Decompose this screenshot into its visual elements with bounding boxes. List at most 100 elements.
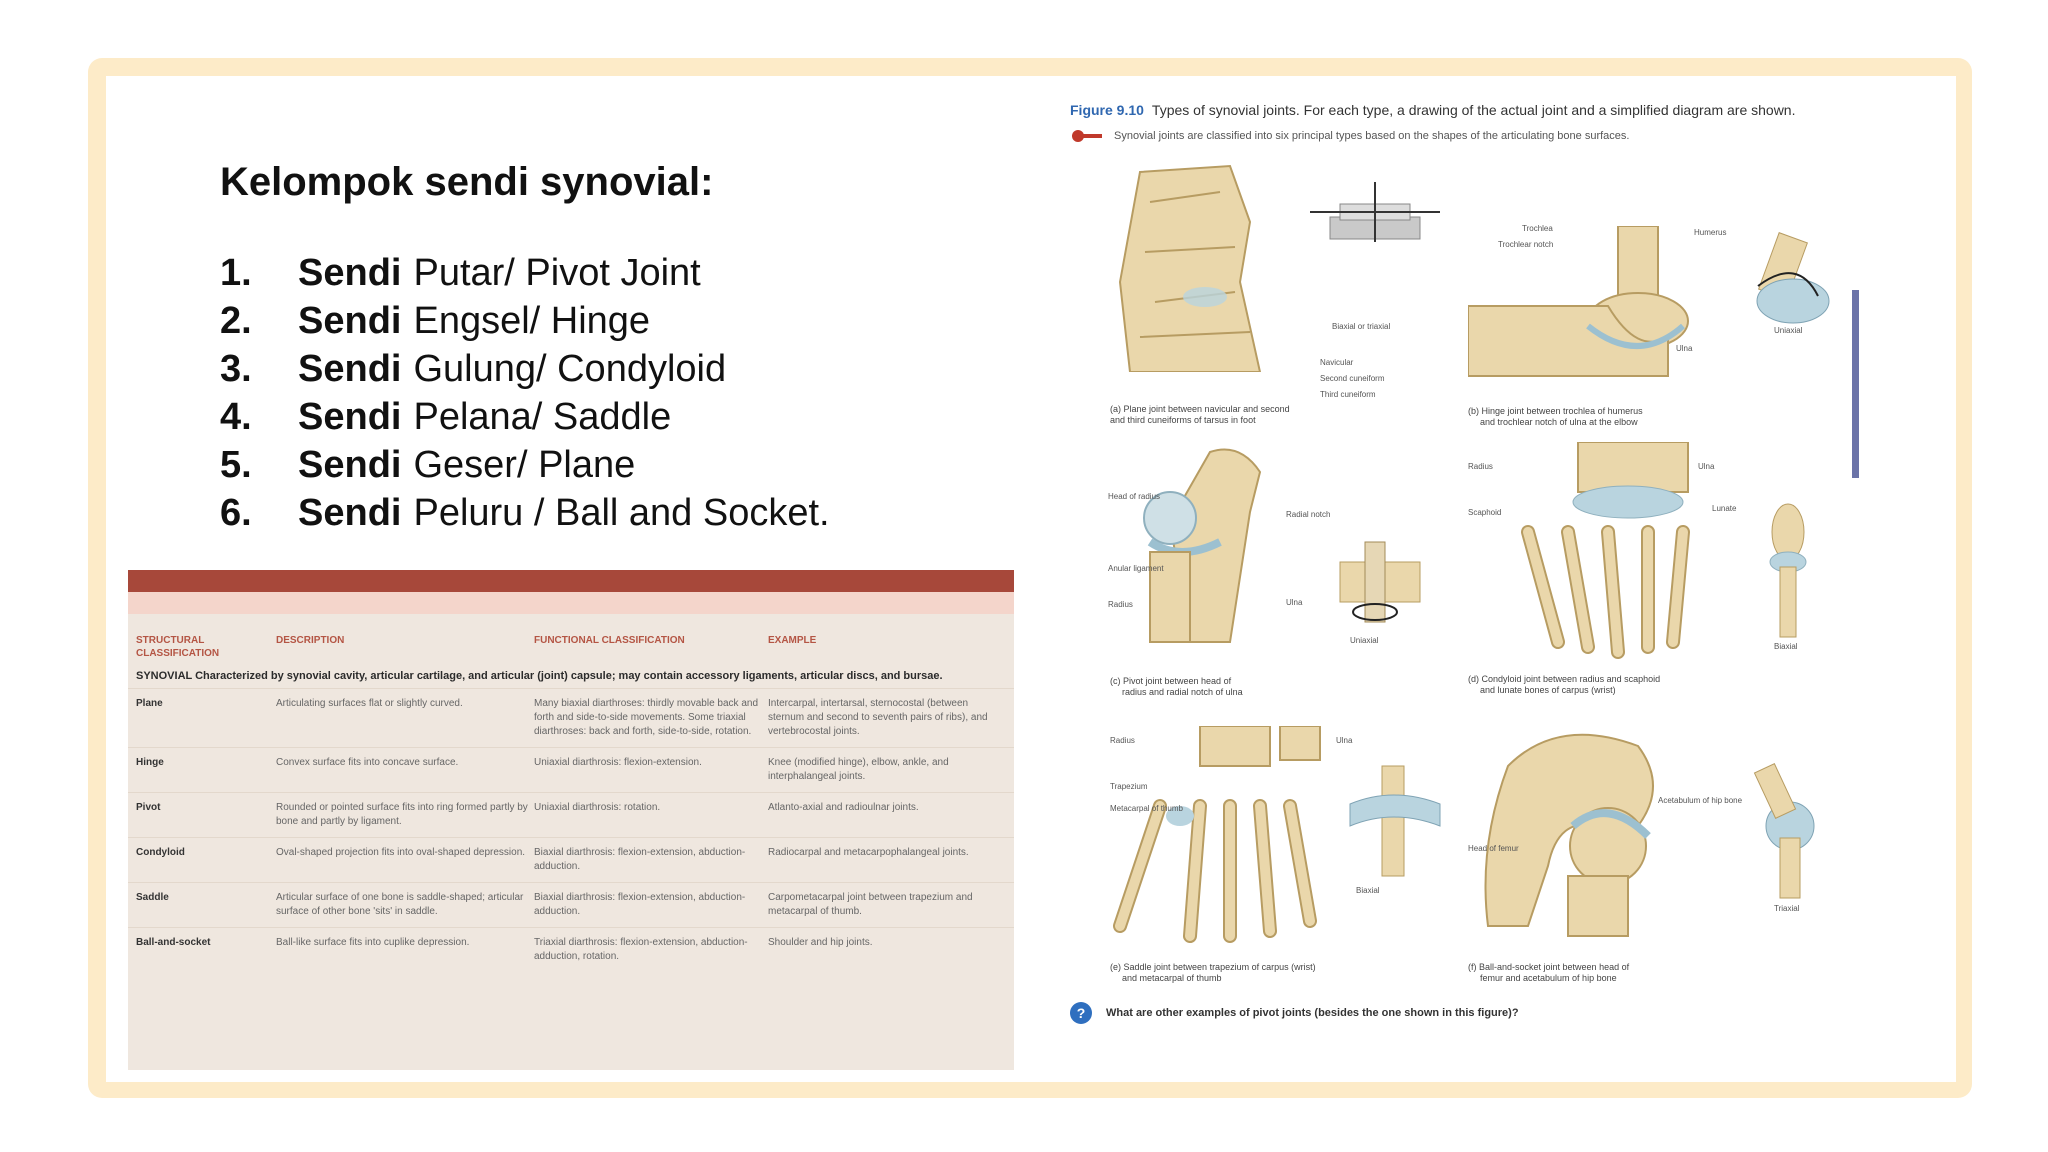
saddle-joint-illustration [1113,725,1441,943]
cell-example: Intercarpal, intertarsal, sternocostal (… [768,698,988,737]
figure-title-text: Types of synovial joints. For each type,… [1151,102,1796,118]
item-text: Gulung/ Condyloid [413,348,727,390]
list-item: 3. Sendi Gulung/ Condyloid [220,348,830,396]
label-ulna: Ulna [1286,598,1303,607]
label-ulna: Ulna [1698,462,1715,471]
cell-type: Saddle [136,892,169,903]
item-bold: Sendi [298,348,402,390]
label-radial-notch: Radial notch [1286,510,1331,519]
label-head-of-radius: Head of radius [1108,492,1161,501]
cell-desc: Articular surface of one bone is saddle-… [276,892,524,917]
panel-condyloid: Radius Ulna Scaphoid Lunate Biaxial [1468,441,1848,672]
panel-hinge: Trochlea Trochlear notch Humerus Ulna Un… [1467,224,1848,416]
label-lunate: Lunate [1712,504,1737,513]
figure-title: Figure 9.10 Types of synovial joints. For… [1070,102,1795,118]
caption-saddle-line2: and metacarpal of thumb [1122,973,1222,983]
cell-desc: Rounded or pointed surface fits into rin… [276,802,528,827]
cell-type: Pivot [136,802,161,813]
caption-saddle: (e) Saddle joint between trapezium of ca… [1110,962,1316,972]
item-text: Putar/ Pivot Joint [413,252,701,294]
table-top-bar [128,570,1014,592]
caption-ball-socket: (f) Ball-and-socket joint between head o… [1468,962,1630,972]
item-text: Geser/ Plane [413,444,636,486]
plane-joint-illustration [1118,164,1440,373]
cell-type: Ball-and-socket [136,937,211,948]
panel-plane: Biaxial or triaxial Navicular Second cun… [1110,162,1450,414]
panel-ball-and-socket: Acetabulum of hip bone Head of femur Tri… [1468,726,1848,956]
table-row: Condyloid Oval-shaped projection fits in… [128,837,1014,882]
caption-plane-line2: and third cuneiforms of tarsus in foot [1110,415,1256,425]
label-scaphoid: Scaphoid [1468,508,1502,517]
caption-condyloid: (d) Condyloid joint between radius and s… [1468,674,1661,684]
item-number: 1. [220,252,252,294]
item-number: 4. [220,396,252,438]
question-text: What are other examples of pivot joints … [1106,1007,1519,1019]
table-row: Pivot Rounded or pointed surface fits in… [128,792,1014,837]
cell-func: Biaxial diarthrosis: flexion-extension, … [534,847,746,872]
label-acetabulum: Acetabulum of hip bone [1658,796,1743,805]
item-number: 3. [220,348,252,390]
item-number: 2. [220,300,252,342]
caption-condyloid-line2: and lunate bones of carpus (wrist) [1480,685,1616,695]
list-item: 4. Sendi Pelana/ Saddle [220,396,830,444]
list-item: 1. Sendi Putar/ Pivot Joint [220,252,830,300]
cell-type: Hinge [136,757,164,768]
table-band [128,592,1014,614]
ball-socket-joint-illustration [1484,733,1815,937]
panel-pivot: Head of radius Radial notch Anular ligam… [1108,442,1450,662]
caption-line: (a) Plane joint between navicular and se… [1110,404,1290,414]
cell-desc: Oval-shaped projection fits into oval-sh… [276,847,526,858]
item-bold: Sendi [298,252,402,294]
axis-label: Uniaxial [1350,636,1379,645]
label-third-cuneiform: Third cuneiform [1320,390,1376,399]
axis-label: Biaxial [1356,886,1380,895]
label-navicular: Navicular [1320,358,1354,367]
item-text: Peluru / Ball and Socket. [413,492,830,534]
caption-pivot: (c) Pivot joint between head of [1110,676,1232,686]
cell-example: Carpometacarpal joint between trapezium … [768,892,973,917]
table-header: STRUCTURAL CLASSIFICATION DESCRIPTION FU… [128,614,1014,664]
hinge-joint-illustration [1467,225,1830,377]
item-bold: Sendi [298,300,402,342]
synovial-description: SYNOVIAL Characterized by synovial cavit… [136,670,943,682]
item-bold: Sendi [298,492,402,534]
label-trochlear-notch: Trochlear notch [1498,240,1554,249]
cell-func: Triaxial diarthrosis: flexion-extension,… [534,937,748,962]
header-example: EXAMPLE [768,635,817,646]
item-number: 6. [220,492,252,534]
figure-question: ? What are other examples of pivot joints… [1070,1002,1519,1024]
figure-label: Figure 9.10 [1070,102,1144,118]
cell-type: Plane [136,698,163,709]
cell-type: Condyloid [136,847,185,858]
caption-pivot-line2: radius and radial notch of ulna [1122,687,1243,697]
pivot-joint-illustration [1143,448,1421,643]
item-bold: Sendi [298,444,402,486]
axis-label: Biaxial [1774,642,1798,651]
header-structural: STRUCTURAL CLASSIFICATION [136,635,220,659]
condyloid-joint-illustration [1521,441,1807,659]
table-row: Plane Articulating surfaces flat or slig… [128,688,1014,747]
item-bold: Sendi [298,396,402,438]
key-icon [1072,130,1102,142]
cell-func: Uniaxial diarthrosis: flexion-extension. [534,757,702,768]
figure-synovial-joints: Figure 9.10 Types of synovial joints. For… [1070,96,1870,1036]
label-humerus: Humerus [1694,228,1727,237]
label-radius: Radius [1108,600,1133,609]
cell-example: Radiocarpal and metacarpophalangeal join… [768,847,969,858]
cell-example: Atlanto-axial and radioulnar joints. [768,802,919,813]
axis-label: Biaxial or triaxial [1332,322,1391,331]
item-text: Pelana/ Saddle [413,396,672,438]
table-row: Saddle Articular surface of one bone is … [128,882,1014,927]
question-icon: ? [1070,1002,1092,1024]
label-second-cuneiform: Second cuneiform [1320,374,1385,383]
figure-subtitle: Synovial joints are classified into six … [1114,130,1630,142]
label-head-of-femur: Head of femur [1468,844,1519,853]
caption-ball-socket-line2: femur and acetabulum of hip bone [1480,973,1617,983]
cell-func: Uniaxial diarthrosis: rotation. [534,802,661,813]
label-radius: Radius [1468,462,1493,471]
cell-desc: Convex surface fits into concave surface… [276,757,459,768]
label-radius: Radius [1110,736,1135,745]
cell-func: Many biaxial diarthroses: thirdly movabl… [534,698,758,737]
